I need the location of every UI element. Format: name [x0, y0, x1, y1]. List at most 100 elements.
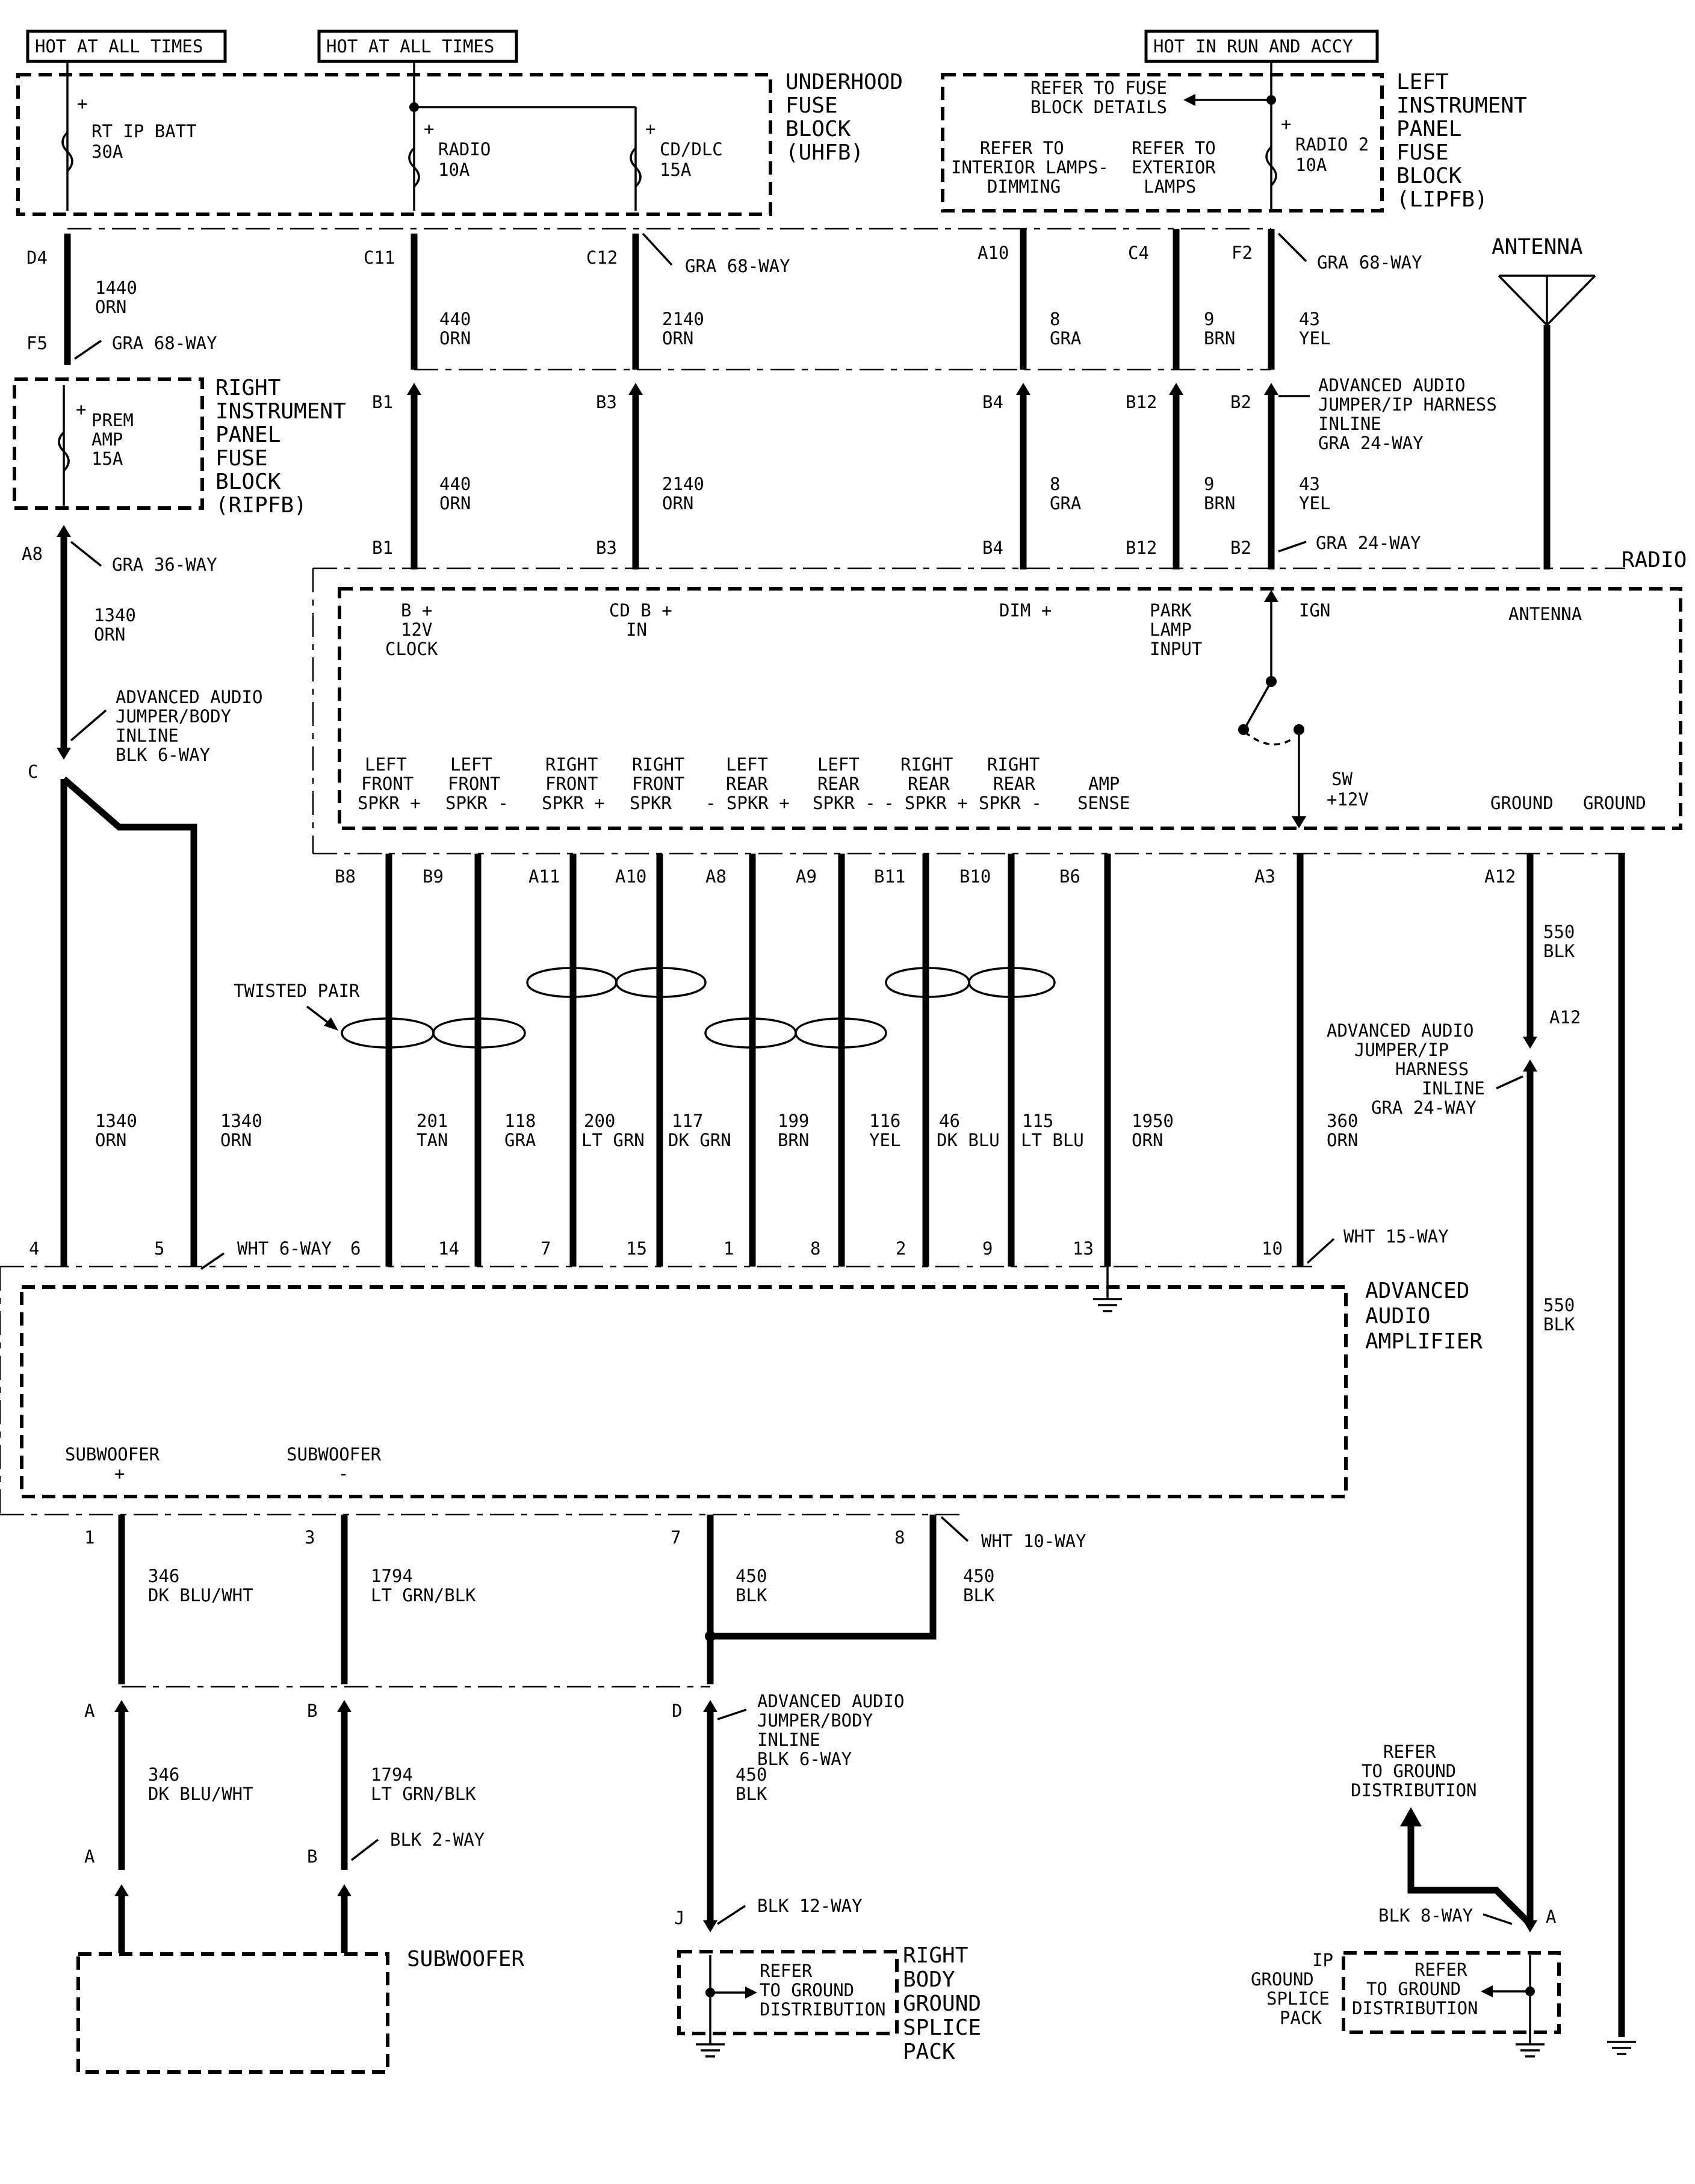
- svg-text:GROUND: GROUND: [903, 1991, 981, 2016]
- svg-text:INPUT: INPUT: [1150, 639, 1202, 659]
- svg-text:10A: 10A: [1295, 155, 1327, 175]
- svg-text:F5: F5: [26, 333, 48, 353]
- svg-text:DK BLU/WHT: DK BLU/WHT: [148, 1585, 253, 1605]
- svg-text:+: +: [1281, 114, 1291, 134]
- svg-text:D: D: [672, 1701, 682, 1721]
- svg-text:RIGHT: RIGHT: [903, 1943, 968, 1968]
- svg-text:B4: B4: [982, 392, 1003, 412]
- svg-text:115: 115: [1022, 1111, 1053, 1131]
- svg-text:LEFT: LEFT: [817, 754, 860, 775]
- svg-text:7: 7: [671, 1527, 681, 1548]
- underhood-fuse-block: UNDERHOOD FUSE BLOCK (UHFB) + RT IP BATT…: [16, 61, 903, 216]
- connector-row-68way: D4 C11 C12 A10 C4 F2 GRA 68-WAY GRA 68-W…: [26, 228, 1422, 276]
- svg-text:- SPKR +: - SPKR +: [705, 793, 790, 813]
- svg-text:9: 9: [982, 1238, 993, 1259]
- svg-text:FRONT: FRONT: [632, 774, 684, 794]
- svg-text:SPLICE: SPLICE: [903, 2015, 981, 2040]
- svg-text:RIGHT: RIGHT: [632, 754, 684, 775]
- svg-text:FUSE: FUSE: [215, 446, 268, 471]
- svg-text:DK BLU/WHT: DK BLU/WHT: [148, 1784, 253, 1804]
- svg-text:AMPLIFIER: AMPLIFIER: [1365, 1329, 1483, 1354]
- svg-text:LEFT: LEFT: [450, 754, 492, 775]
- svg-text:GRA 24-WAY: GRA 24-WAY: [1316, 533, 1421, 553]
- hot-label-1: HOT AT ALL TIMES: [26, 29, 227, 63]
- svg-text:A9: A9: [796, 866, 817, 887]
- svg-text:ANTENNA: ANTENNA: [1508, 604, 1582, 624]
- svg-text:EXTERIOR: EXTERIOR: [1132, 157, 1216, 178]
- svg-text:RADIO: RADIO: [1622, 548, 1687, 572]
- prem-amp-feed: A8 GRA 36-WAY 1340 ORN ADVANCED AUDIO JU…: [22, 525, 262, 1267]
- svg-text:200: 200: [584, 1111, 615, 1131]
- svg-text:DISTRIBUTION: DISTRIBUTION: [1352, 1998, 1478, 2018]
- ip-ground-splice-pack: REFER TO GROUND DISTRIBUTION IP GROUND S…: [1251, 1950, 1561, 2058]
- svg-text:8: 8: [894, 1527, 905, 1548]
- svg-text:WHT 10-WAY: WHT 10-WAY: [981, 1531, 1086, 1551]
- svg-text:A: A: [84, 1846, 95, 1867]
- svg-text:15: 15: [626, 1238, 647, 1259]
- svg-text:GRA: GRA: [1050, 328, 1081, 349]
- svg-text:SPKR -: SPKR -: [445, 793, 509, 813]
- svg-text:DK GRN: DK GRN: [668, 1130, 731, 1150]
- svg-text:550: 550: [1543, 922, 1575, 942]
- svg-text:PARK: PARK: [1150, 600, 1192, 621]
- svg-text:BRN: BRN: [778, 1130, 809, 1150]
- radio: RADIO B + 12V CLOCK CD B + IN DIM + PARK…: [312, 548, 1687, 855]
- svg-text:B2: B2: [1230, 392, 1251, 412]
- svg-text:LT GRN/BLK: LT GRN/BLK: [371, 1784, 476, 1804]
- svg-text:CD B +: CD B +: [609, 600, 672, 621]
- svg-text:1: 1: [84, 1527, 95, 1548]
- svg-text:LEFT: LEFT: [1396, 70, 1449, 95]
- svg-text:SPLICE: SPLICE: [1266, 1988, 1330, 2009]
- svg-text:WHT 6-WAY: WHT 6-WAY: [237, 1238, 332, 1259]
- svg-text:DISTRIBUTION: DISTRIBUTION: [760, 1999, 886, 2020]
- svg-text:BLOCK DETAILS: BLOCK DETAILS: [1030, 97, 1167, 117]
- svg-text:GRA 24-WAY: GRA 24-WAY: [1371, 1097, 1477, 1118]
- amp-top-connector: 4 5 WHT 6-WAY 6 14 7 15 1 8 2 9 13 10 WH…: [29, 1226, 1449, 1270]
- svg-text:8: 8: [810, 1238, 820, 1259]
- svg-text:A12: A12: [1484, 866, 1516, 887]
- svg-text:1794: 1794: [371, 1764, 413, 1785]
- svg-text:REAR: REAR: [908, 774, 950, 794]
- svg-text:REAR: REAR: [993, 774, 1035, 794]
- svg-text:BLK 2-WAY: BLK 2-WAY: [390, 1829, 485, 1850]
- svg-text:A: A: [1546, 1906, 1556, 1927]
- svg-text:B6: B6: [1059, 866, 1080, 887]
- svg-text:BLK: BLK: [963, 1585, 995, 1605]
- svg-text:TWISTED PAIR: TWISTED PAIR: [234, 981, 360, 1001]
- svg-text:+: +: [424, 119, 434, 139]
- svg-text:HOT AT ALL TIMES: HOT AT ALL TIMES: [35, 36, 203, 57]
- svg-text:AUDIO: AUDIO: [1365, 1304, 1430, 1329]
- svg-text:10A: 10A: [438, 160, 469, 180]
- svg-text:1340: 1340: [94, 605, 136, 625]
- svg-text:REAR: REAR: [817, 774, 860, 794]
- svg-text:SPKR +: SPKR +: [358, 793, 421, 813]
- svg-text:14: 14: [438, 1238, 459, 1259]
- svg-text:PANEL: PANEL: [215, 423, 280, 447]
- svg-text:DIM +: DIM +: [999, 600, 1052, 621]
- svg-text:13: 13: [1073, 1238, 1094, 1259]
- svg-text:BLK 6-WAY: BLK 6-WAY: [116, 745, 210, 765]
- svg-text:360: 360: [1327, 1111, 1358, 1131]
- svg-text:FUSE: FUSE: [786, 93, 838, 118]
- svg-text:JUMPER/BODY: JUMPER/BODY: [757, 1710, 873, 1731]
- svg-text:AMP: AMP: [91, 429, 123, 450]
- svg-text:PACK: PACK: [903, 2040, 955, 2064]
- svg-text:ORN: ORN: [1327, 1130, 1358, 1150]
- svg-text:9: 9: [1204, 474, 1214, 494]
- svg-text:ADVANCED: ADVANCED: [1365, 1279, 1469, 1303]
- svg-text:A10: A10: [978, 243, 1009, 263]
- svg-text:CLOCK: CLOCK: [385, 639, 438, 659]
- svg-text:8: 8: [1050, 309, 1060, 329]
- right-ip-fuse-block: RIGHT INSTRUMENT PANEL FUSE BLOCK (RIPFB…: [13, 376, 346, 518]
- svg-text:ORN: ORN: [662, 493, 693, 513]
- svg-text:(UHFB): (UHFB): [786, 140, 864, 165]
- svg-text:ORN: ORN: [95, 297, 126, 317]
- svg-text:1950: 1950: [1132, 1111, 1174, 1131]
- svg-text:15A: 15A: [91, 448, 123, 469]
- svg-text:RIGHT: RIGHT: [215, 376, 280, 400]
- svg-text:GRA 36-WAY: GRA 36-WAY: [112, 554, 217, 575]
- svg-text:JUMPER/IP: JUMPER/IP: [1354, 1040, 1449, 1060]
- svg-text:C: C: [28, 762, 38, 782]
- left-ip-fuse-block: LEFT INSTRUMENT PANEL FUSE BLOCK (LIPFB)…: [941, 61, 1527, 213]
- svg-text:ORN: ORN: [1132, 1130, 1163, 1150]
